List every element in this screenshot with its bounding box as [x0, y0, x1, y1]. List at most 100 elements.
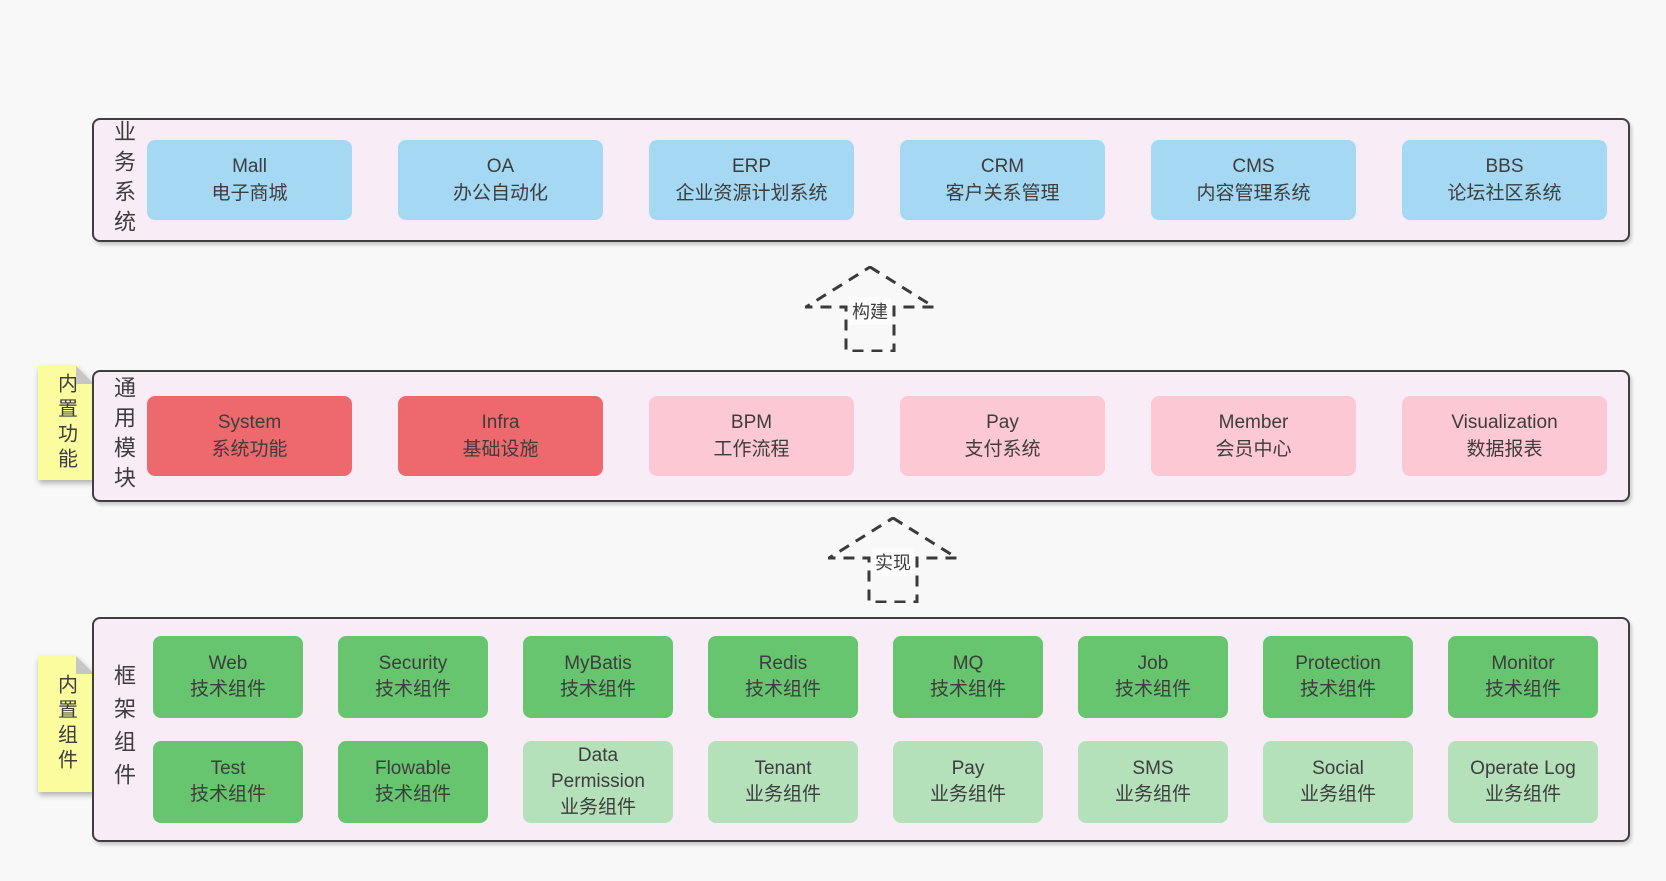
- box-title: Protection: [1295, 653, 1381, 674]
- box-subtitle: 客户关系管理: [945, 183, 1060, 204]
- box-title: MQ: [952, 653, 984, 674]
- box-title: System: [217, 412, 282, 433]
- box-flowable: Flowable 技术组件: [338, 741, 488, 823]
- box-title: BPM: [730, 412, 773, 433]
- box-test: Test 技术组件: [153, 741, 303, 823]
- box-sms: SMS 业务组件: [1078, 741, 1228, 823]
- box-subtitle: 工作流程: [713, 439, 790, 460]
- box-crm: CRM 客户关系管理: [900, 140, 1105, 220]
- box-rows: Web 技术组件 Security 技术组件 MyBatis 技术组件 Redi…: [153, 619, 1598, 840]
- box-title: Pay: [951, 758, 985, 779]
- box-title: Pay: [986, 412, 1019, 433]
- box-mq: MQ 技术组件: [893, 636, 1043, 718]
- box-title: SMS: [1132, 758, 1174, 779]
- box-subtitle: 技术组件: [1299, 679, 1376, 700]
- box-title: Tenant: [754, 758, 812, 779]
- box-row: Mall 电子商城 OA 办公自动化 ERP 企业资源计划系统 CRM 客户关系…: [147, 120, 1607, 240]
- box-title: Test: [210, 758, 246, 779]
- box-subtitle: 业务组件: [559, 797, 636, 818]
- box-monitor: Monitor 技术组件: [1448, 636, 1598, 718]
- box-title: Job: [1137, 653, 1169, 674]
- band-common-modules: 通用模块 System 系统功能 Infra 基础设施 BPM 工作流程 Pay…: [92, 370, 1630, 502]
- box-subtitle: 技术组件: [189, 679, 266, 700]
- box-operate-log: Operate Log 业务组件: [1448, 741, 1598, 823]
- box-subtitle: 技术组件: [1484, 679, 1561, 700]
- box-title: Security: [378, 653, 448, 674]
- box-subtitle: 技术组件: [929, 679, 1006, 700]
- box-bbs: BBS 论坛社区系统: [1402, 140, 1607, 220]
- box-erp: ERP 企业资源计划系统: [649, 140, 854, 220]
- box-subtitle: 业务组件: [1114, 784, 1191, 805]
- sticky-note-label: 内置功能: [38, 366, 94, 480]
- arrow-label: 构建: [849, 297, 891, 325]
- up-arrow-build: 构建: [805, 266, 935, 352]
- sticky-note-label: 内置组件: [38, 656, 94, 792]
- box-subtitle: 业务组件: [1299, 784, 1376, 805]
- band-label: 通用模块: [111, 376, 136, 496]
- box-title: Infra: [481, 412, 520, 433]
- box-title: Visualization: [1451, 412, 1558, 433]
- up-arrow-implement: 实现: [828, 517, 958, 603]
- box-pay-module: Pay 支付系统: [900, 396, 1105, 476]
- box-pay-component: Pay 业务组件: [893, 741, 1043, 823]
- box-protection: Protection 技术组件: [1263, 636, 1413, 718]
- box-data-permission: Data Permission 业务组件: [523, 741, 673, 823]
- box-subtitle: 电子商城: [211, 183, 288, 204]
- box-job: Job 技术组件: [1078, 636, 1228, 718]
- box-title: Operate Log: [1470, 758, 1576, 779]
- box-subtitle: 技术组件: [189, 784, 266, 805]
- box-subtitle: 会员中心: [1215, 439, 1292, 460]
- arrow-label: 实现: [872, 548, 914, 576]
- box-subtitle: 业务组件: [744, 784, 821, 805]
- box-title: OA: [486, 156, 515, 177]
- box-title: Data Permission: [551, 745, 645, 792]
- box-subtitle: 业务组件: [929, 784, 1006, 805]
- box-title: Social: [1312, 758, 1364, 779]
- sticky-note-built-in-components: 内置组件: [38, 656, 94, 792]
- box-title: CRM: [980, 156, 1025, 177]
- box-subtitle: 论坛社区系统: [1447, 183, 1562, 204]
- box-subtitle: 办公自动化: [452, 183, 548, 204]
- box-subtitle: 技术组件: [374, 679, 451, 700]
- box-subtitle: 技术组件: [1114, 679, 1191, 700]
- box-system: System 系统功能: [147, 396, 352, 476]
- box-subtitle: 技术组件: [559, 679, 636, 700]
- box-bpm: BPM 工作流程: [649, 396, 854, 476]
- box-mall: Mall 电子商城: [147, 140, 352, 220]
- box-social: Social 业务组件: [1263, 741, 1413, 823]
- sticky-note-built-in-features: 内置功能: [38, 366, 94, 480]
- box-tenant: Tenant 业务组件: [708, 741, 858, 823]
- box-title: Monitor: [1491, 653, 1555, 674]
- box-subtitle: 数据报表: [1466, 439, 1543, 460]
- box-mybatis: MyBatis 技术组件: [523, 636, 673, 718]
- box-title: Member: [1218, 412, 1289, 433]
- box-title: CMS: [1232, 156, 1275, 177]
- box-security: Security 技术组件: [338, 636, 488, 718]
- box-redis: Redis 技术组件: [708, 636, 858, 718]
- box-subtitle: 技术组件: [744, 679, 821, 700]
- dashed-up-arrow-icon: [805, 266, 935, 352]
- box-row: System 系统功能 Infra 基础设施 BPM 工作流程 Pay 支付系统…: [147, 372, 1607, 500]
- box-title: MyBatis: [564, 653, 632, 674]
- box-subtitle: 系统功能: [211, 439, 288, 460]
- box-subtitle: 企业资源计划系统: [675, 183, 828, 204]
- box-title: Redis: [758, 653, 808, 674]
- band-framework-components: 框架组件 Web 技术组件 Security 技术组件 MyBatis 技术组件…: [92, 617, 1630, 842]
- box-title: Flowable: [374, 758, 452, 779]
- box-subtitle: 内容管理系统: [1196, 183, 1311, 204]
- box-visualization: Visualization 数据报表: [1402, 396, 1607, 476]
- box-cms: CMS 内容管理系统: [1151, 140, 1356, 220]
- box-row-2: Test 技术组件 Flowable 技术组件 Data Permission …: [153, 741, 1598, 823]
- dashed-up-arrow-icon: [828, 517, 958, 603]
- box-row-1: Web 技术组件 Security 技术组件 MyBatis 技术组件 Redi…: [153, 636, 1598, 718]
- band-label: 框架组件: [111, 663, 136, 796]
- box-subtitle: 技术组件: [374, 784, 451, 805]
- box-web: Web 技术组件: [153, 636, 303, 718]
- box-title: ERP: [731, 156, 772, 177]
- box-subtitle: 业务组件: [1484, 784, 1561, 805]
- band-label: 业务系统: [111, 120, 136, 240]
- box-title: Web: [208, 653, 248, 674]
- box-title: Mall: [232, 156, 267, 177]
- box-subtitle: 基础设施: [462, 439, 539, 460]
